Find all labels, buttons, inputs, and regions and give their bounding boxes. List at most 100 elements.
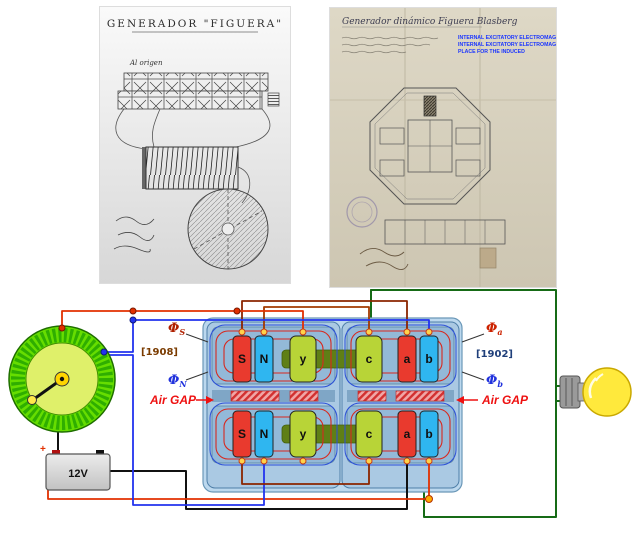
year-label-right: [1902] — [476, 349, 513, 360]
flux-loop-red — [215, 330, 332, 382]
magnet-label: b — [425, 427, 432, 441]
light-bulb — [559, 367, 632, 417]
terminal-dot — [260, 328, 268, 336]
signature-line — [117, 232, 155, 241]
flux-pointer-line — [185, 333, 209, 343]
generator-terminal-blue — [100, 348, 108, 356]
circuit-diagram: S N y S N y c a b c a b — [8, 289, 632, 518]
air-gap-label-left: Air GAP — [149, 393, 197, 407]
flux-label-phi-n: ΦN — [168, 373, 187, 389]
air-gap-arrowhead-left — [206, 396, 214, 404]
battery: 12V + — [40, 444, 111, 491]
signature-line — [359, 248, 405, 257]
magnet-label: S — [238, 352, 246, 366]
battery-plus-sign: + — [40, 444, 46, 455]
patent-document-left: GENERADOR "FIGUERA" Al origen — [100, 7, 290, 283]
phi-subscript: a — [497, 327, 502, 337]
hatched-core — [423, 95, 437, 117]
induced-c-top-right — [355, 335, 383, 383]
octagon-inner-outline — [374, 92, 486, 200]
flux-label-phi-s: ΦS — [168, 321, 185, 337]
induced-y-bottom-left — [289, 410, 317, 458]
wire-red-generator — [61, 310, 304, 333]
air-gap-hatch — [357, 390, 387, 402]
terminal-dot — [238, 457, 246, 465]
rotor-hub — [221, 222, 235, 236]
patent-left-drawing: GENERADOR "FIGUERA" Al origen — [100, 7, 290, 283]
terminal-dot — [365, 457, 373, 465]
terminal-dots — [238, 328, 433, 465]
magnet-N-bottom-left — [254, 410, 274, 458]
flux-label-phi-a: Φa — [486, 321, 503, 337]
year-label-left: [1908] — [141, 347, 178, 358]
induced-y-top-left — [289, 335, 317, 383]
generator-terminal-red — [58, 324, 66, 332]
hatched-connector — [267, 92, 280, 107]
junction-dot-red — [129, 307, 137, 315]
legend-line — [341, 36, 439, 40]
patent-right-title: Generador dinámico Figuera Blasberg — [342, 16, 518, 27]
annotation-1: INTERNAL EXCITATORY ELECTROMAGNETS — [458, 35, 556, 41]
air-gap-arrowhead-right — [456, 396, 464, 404]
brush-contact — [27, 395, 37, 405]
wire-black-bottom — [109, 460, 408, 510]
induced-c-bottom-right — [355, 410, 383, 458]
induction-coil — [145, 146, 239, 190]
terminal-dot — [238, 328, 246, 336]
legend-line — [341, 43, 431, 47]
junction-dot-orange — [425, 495, 433, 503]
phi-symbol: Φ — [168, 321, 180, 336]
patent-document-right: Generador dinámico Figuera Blasberg INTE… — [330, 8, 571, 287]
generator-dial — [8, 324, 116, 433]
terminal-dot — [299, 457, 307, 465]
flux-loop-blue — [344, 402, 457, 466]
flux-loop-red — [350, 408, 451, 460]
paper-right — [330, 8, 556, 287]
phi-symbol: Φ — [168, 373, 180, 388]
battery-label: 12V — [68, 468, 88, 480]
magnet-S-top-left — [232, 335, 252, 383]
flux-pointer-line — [461, 371, 485, 381]
patent-left-title: GENERADOR "FIGUERA" — [107, 18, 283, 30]
magnet-label: b — [425, 352, 432, 366]
magnet-grid-row-1 — [123, 72, 269, 92]
phi-symbol: Φ — [486, 373, 498, 388]
dial-center-dot — [59, 376, 65, 382]
wire-maroon-bottom — [241, 460, 370, 485]
signature-line — [113, 245, 151, 253]
battery-terminal-positive — [52, 450, 60, 455]
flux-pointer-line — [185, 371, 209, 381]
junction-dot-red — [233, 307, 241, 315]
annotation-3: PLACE FOR THE INDUCED — [458, 49, 525, 55]
junction-dot-blue — [129, 316, 137, 324]
air-gap-hatch — [289, 390, 319, 402]
terminal-dot — [425, 457, 433, 465]
legend-line — [341, 50, 407, 54]
magnet-label: c — [366, 352, 373, 366]
magnet-N-top-left — [254, 335, 274, 383]
terminal-dot — [365, 328, 373, 336]
side-block — [379, 159, 405, 177]
signature-line — [365, 261, 409, 270]
flux-loop-red — [215, 408, 332, 460]
air-gap-hatch — [230, 390, 280, 402]
phi-subscript: S — [179, 327, 185, 337]
flux-loop-blue — [209, 324, 338, 388]
ink-stamp-inner — [351, 201, 373, 223]
magnet-b-top-right — [419, 335, 439, 383]
magnet-label: c — [366, 427, 373, 441]
air-gap-label-right: Air GAP — [481, 393, 529, 407]
side-block — [379, 127, 405, 145]
origin-label: Al origen — [129, 59, 163, 67]
ink-stamp — [346, 196, 378, 228]
magnet-label: y — [300, 427, 307, 441]
coil-end-cap — [142, 147, 146, 189]
magnet-grid-row-2 — [117, 90, 263, 110]
side-block — [455, 159, 481, 177]
terminal-dot — [403, 457, 411, 465]
phi-symbol: Φ — [486, 321, 498, 336]
magnet-label: y — [300, 352, 307, 366]
magnet-label: S — [238, 427, 246, 441]
patent-right-drawing: Generador dinámico Figuera Blasberg INTE… — [330, 8, 571, 287]
